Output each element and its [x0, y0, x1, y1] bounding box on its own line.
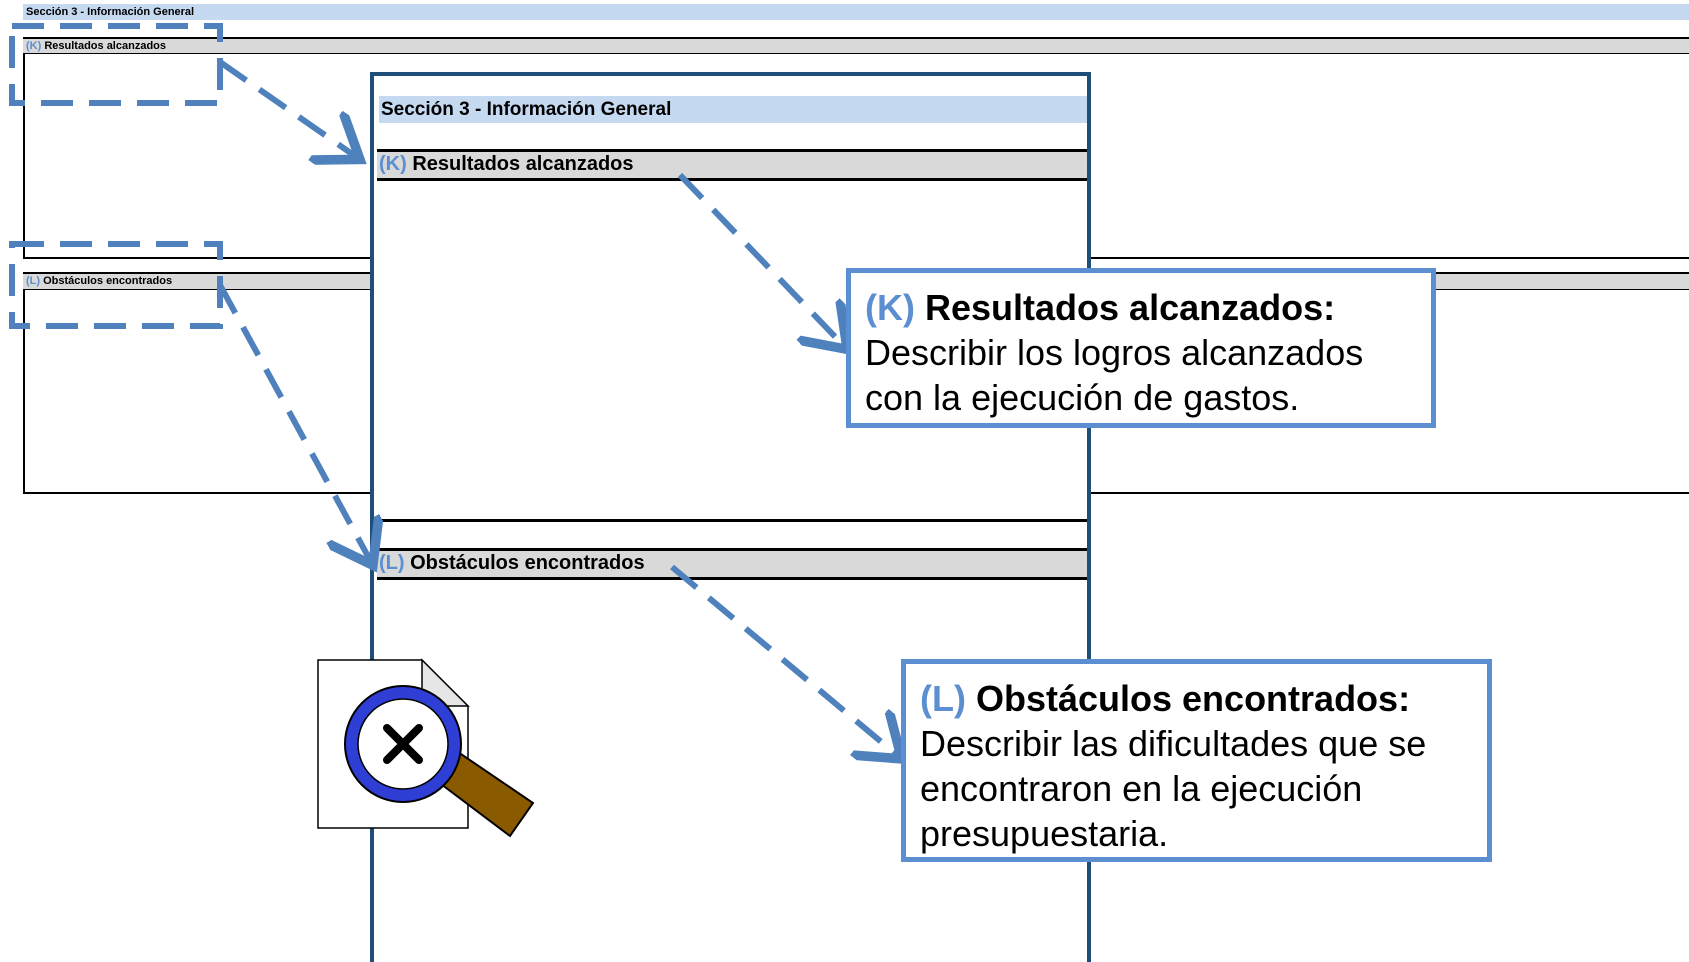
arrow-k-to-callout [677, 172, 843, 345]
zoomed-k-field-label: (K) Resultados alcanzados [377, 149, 1087, 181]
k-highlight-box [9, 23, 223, 106]
zoomed-l-code: (L) [379, 552, 405, 574]
callout-k-code: (K) [865, 287, 915, 328]
callout-k-title: Resultados alcanzados: [925, 287, 1336, 328]
bg-k-field-label: (K) Resultados alcanzados [23, 37, 1689, 54]
callout-l-title: Obstáculos encontrados: [975, 678, 1411, 719]
zoomed-section-header: Sección 3 - Información General [379, 96, 1087, 123]
zoomed-k-label: Resultados alcanzados [412, 153, 634, 175]
arrow-l-to-callout [670, 564, 897, 755]
zoomed-l-field-label: (L) Obstáculos encontrados [377, 548, 1087, 580]
l-highlight-box [9, 241, 223, 329]
bg-k-code: (K) [26, 40, 42, 52]
arrow-l-to-zoom [217, 283, 370, 560]
zoomed-k-textarea-bottom [377, 519, 1087, 522]
callout-l-text: Describir las dificultades que se encont… [920, 723, 1427, 854]
zoomed-l-label: Obstáculos encontrados [410, 552, 645, 574]
bg-l-code: (L) [26, 275, 41, 287]
callout-l-code: (L) [920, 678, 966, 719]
callout-k-text: Describir los logros alcanzados con la e… [865, 332, 1364, 418]
bg-k-label: Resultados alcanzados [44, 40, 166, 52]
magnifier-no-results-icon [317, 658, 535, 838]
arrow-k-to-zoom [218, 59, 355, 156]
bg-l-label: Obstáculos encontrados [43, 275, 173, 287]
callout-k: (K) Resultados alcanzados: Describir los… [846, 268, 1436, 428]
bg-section-header: Sección 3 - Información General [23, 4, 1689, 20]
zoomed-k-code: (K) [379, 153, 407, 175]
callout-l: (L) Obstáculos encontrados: Describir la… [901, 659, 1492, 862]
